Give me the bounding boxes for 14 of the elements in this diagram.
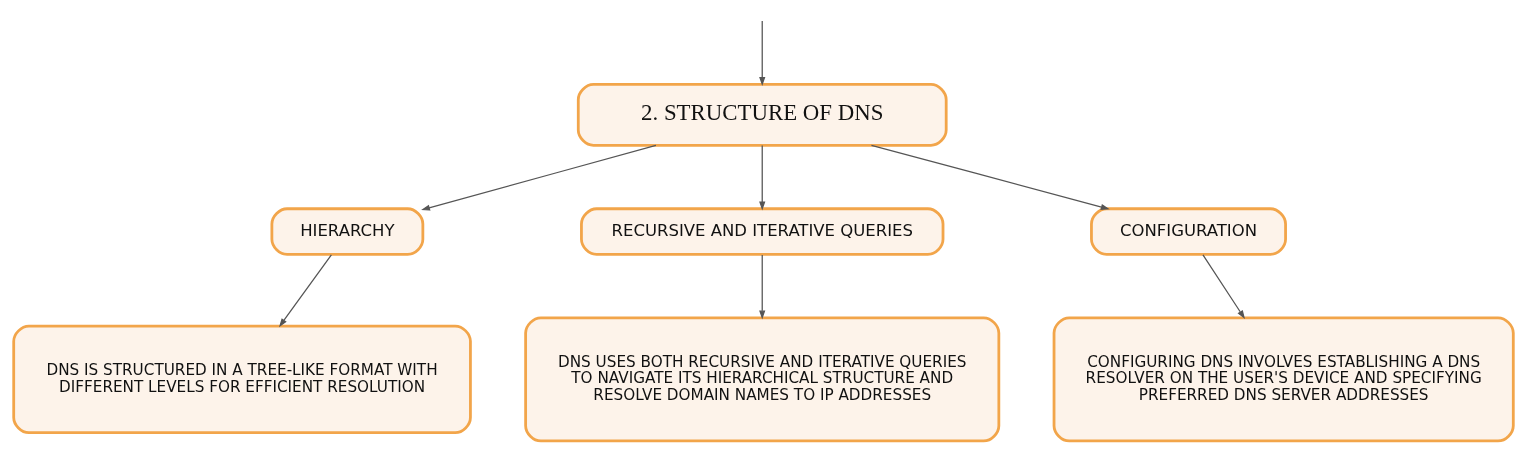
arrow [1202,254,1245,320]
node-box: DNS USES BOTH RECURSIVE AND ITERATIVE QUERIES TO NAVIGATE ITS HIERARCHICAL STRUCTURE AND RESOLVE DOMAIN NAMES TO IP ADDRESSES [524,316,1001,443]
node-box: 2. STRUCTURE OF DNS [576,83,948,147]
arrow [278,254,332,328]
arrow [421,144,657,211]
arrow [759,254,766,320]
arrow [870,144,1110,210]
arrow [759,144,766,211]
node-box: CONFIGURING DNS INVOLVES ESTABLISHING A DNS RESOLVER ON THE USER'S DEVICE AND SPECIFYING PREFERRED DNS SERVER ADDRESSES [1052,316,1515,443]
arrow [759,20,766,86]
node-box: RECURSIVE AND ITERATIVE QUERIES [580,207,945,256]
node-box: HIERARCHY [270,207,425,256]
node-box: CONFIGURATION [1090,207,1287,256]
node-box: DNS IS STRUCTURED IN A TREE-LIKE FORMAT WITH DIFFERENT LEVELS FOR EFFICIENT RESOLUTION [12,324,472,435]
